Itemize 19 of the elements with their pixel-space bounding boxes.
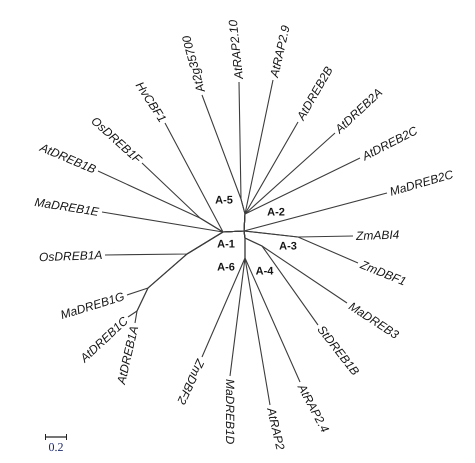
- gene-label: AtRAP2.10: [226, 19, 246, 80]
- gene-label: OsDREB1A: [38, 248, 102, 264]
- branch-line: [244, 230, 358, 264]
- clade-label: A-4: [256, 266, 274, 277]
- branch-line: [202, 230, 246, 358]
- gene-label: AtRAP2.9: [266, 24, 292, 79]
- branch-line: [243, 158, 360, 232]
- clade-label: A-5: [215, 196, 233, 206]
- scale-value: 0.2: [48, 441, 64, 453]
- clade-label: A-6: [217, 262, 235, 274]
- clade-label: A-1: [217, 240, 235, 250]
- branch-line: [244, 192, 388, 232]
- gene-label: MaDREB1D: [223, 379, 237, 444]
- gene-label: AtRAP2: [264, 406, 288, 452]
- clade-label: A-3: [279, 242, 297, 252]
- clade-label: A-2: [267, 207, 285, 218]
- gene-label: ZmABI4: [356, 227, 400, 243]
- gene-label: MaDREB1E: [34, 194, 100, 218]
- branch-line: [164, 122, 244, 233]
